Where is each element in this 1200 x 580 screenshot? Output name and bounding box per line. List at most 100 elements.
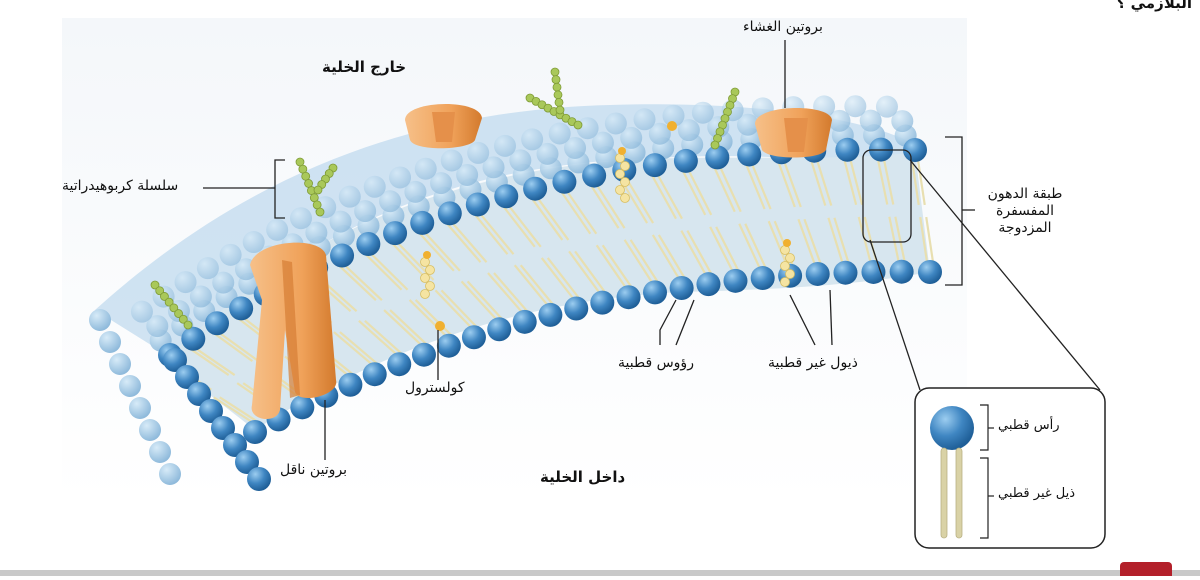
lipid-tail: [620, 179, 649, 224]
lipid-tail: [803, 218, 822, 265]
polar-head: [487, 317, 512, 342]
carbohydrate-unit: [555, 105, 565, 115]
carbohydrate-unit: [155, 286, 165, 296]
polar-head: [696, 272, 721, 297]
polar-head: [196, 257, 219, 280]
polar-head: [669, 276, 694, 301]
polar-head: [223, 433, 247, 457]
lower-polar-heads: [243, 259, 942, 444]
lipid-tail: [213, 332, 254, 362]
polar-head: [648, 122, 671, 145]
polar-head: [235, 450, 259, 474]
polar-head: [205, 311, 230, 336]
lipid-tail: [681, 170, 707, 216]
membrane-protein-top: [755, 108, 832, 158]
lipid-tail: [364, 319, 403, 356]
polar-head: [521, 128, 544, 151]
lipid-tail: [777, 161, 796, 208]
cholesterol-ring: [420, 289, 430, 299]
lipid-tail: [590, 184, 620, 229]
polar-head: [467, 141, 490, 164]
polar-head: [305, 221, 328, 244]
lipid-tail: [680, 230, 707, 275]
carbohydrate-unit: [551, 75, 561, 84]
region-outside-label: خارج الخلية: [322, 58, 407, 76]
page-number-tab: [1120, 562, 1172, 576]
lipid-tail: [566, 191, 598, 235]
polar-head: [199, 399, 223, 423]
polar-head: [379, 190, 402, 213]
lipid-tail: [213, 396, 253, 423]
polar-head: [828, 109, 851, 132]
cholesterol-ring: [620, 161, 630, 171]
polar-head: [338, 185, 361, 208]
lipid-tail: [767, 220, 789, 267]
lipid-tail: [434, 289, 472, 328]
lipid-tail: [513, 264, 549, 306]
carbohydrate-unit: [313, 185, 323, 195]
page-heading-fragment: البلازمي ؟: [1116, 0, 1192, 12]
lipid-tail: [383, 309, 422, 346]
polar-head: [482, 156, 505, 179]
polar-head: [211, 416, 235, 440]
lipid-tail: [391, 242, 429, 281]
cholesterol-ring: [420, 257, 430, 267]
lipid-tail: [364, 253, 403, 291]
polar-head: [509, 149, 532, 172]
polar-head: [538, 302, 563, 327]
lipid-tail: [797, 218, 816, 265]
lipid-tail: [596, 184, 626, 229]
region-inside-label: داخل الخلية: [540, 468, 626, 486]
cholesterol-head: [435, 321, 445, 331]
lipid-tail: [687, 170, 713, 216]
polar-head: [576, 117, 599, 140]
carbohydrate-chains: [150, 67, 740, 330]
polar-head: [493, 134, 516, 157]
lipid-tail: [888, 216, 900, 262]
polar-head: [109, 353, 131, 375]
membrane-protein-peripheral-left: [405, 103, 482, 149]
lipid-tail: [493, 272, 529, 313]
polar-head: [548, 122, 571, 145]
lipid-tail: [882, 159, 895, 205]
lipid-tail: [816, 160, 833, 206]
lipid-tail: [656, 174, 683, 220]
carbohydrate-unit: [164, 297, 174, 307]
cholesterol-ring: [425, 281, 435, 291]
polar-head: [723, 268, 748, 293]
carbohydrate-unit: [315, 207, 325, 217]
polar-head: [329, 210, 352, 233]
polar-head: [620, 126, 643, 149]
polar-head: [643, 280, 667, 305]
lipid-tail: [849, 159, 864, 206]
cholesterol-ring: [615, 185, 625, 195]
nonpolar-tails-label: ذيول غير قطبية: [768, 355, 858, 371]
polar-head: [677, 119, 700, 142]
lipid-tail: [810, 160, 827, 206]
lipid-tail: [537, 198, 570, 241]
polar-head: [437, 201, 462, 226]
lipid-tail: [460, 280, 498, 321]
polar-head: [338, 372, 363, 397]
polar-head: [461, 325, 486, 350]
polar-head: [212, 271, 235, 294]
polar-head: [187, 382, 211, 406]
carbohydrate-unit: [174, 309, 183, 318]
cholesterol-head: [783, 239, 791, 247]
polar-head: [163, 348, 187, 372]
polar-head: [410, 210, 435, 235]
polar-head: [536, 142, 559, 165]
polar-head: [229, 296, 254, 321]
polar-head: [387, 352, 412, 377]
polar-head: [523, 176, 548, 201]
polar-head: [411, 342, 436, 367]
cholesterol-ring: [620, 193, 630, 203]
carbohydrate-unit: [160, 292, 169, 301]
polar-head: [89, 309, 111, 331]
polar-head: [389, 166, 412, 189]
lipid-tail: [595, 244, 627, 288]
lipid-tail: [466, 280, 504, 321]
polar-head: [691, 101, 714, 124]
cholesterol-head: [423, 251, 431, 259]
